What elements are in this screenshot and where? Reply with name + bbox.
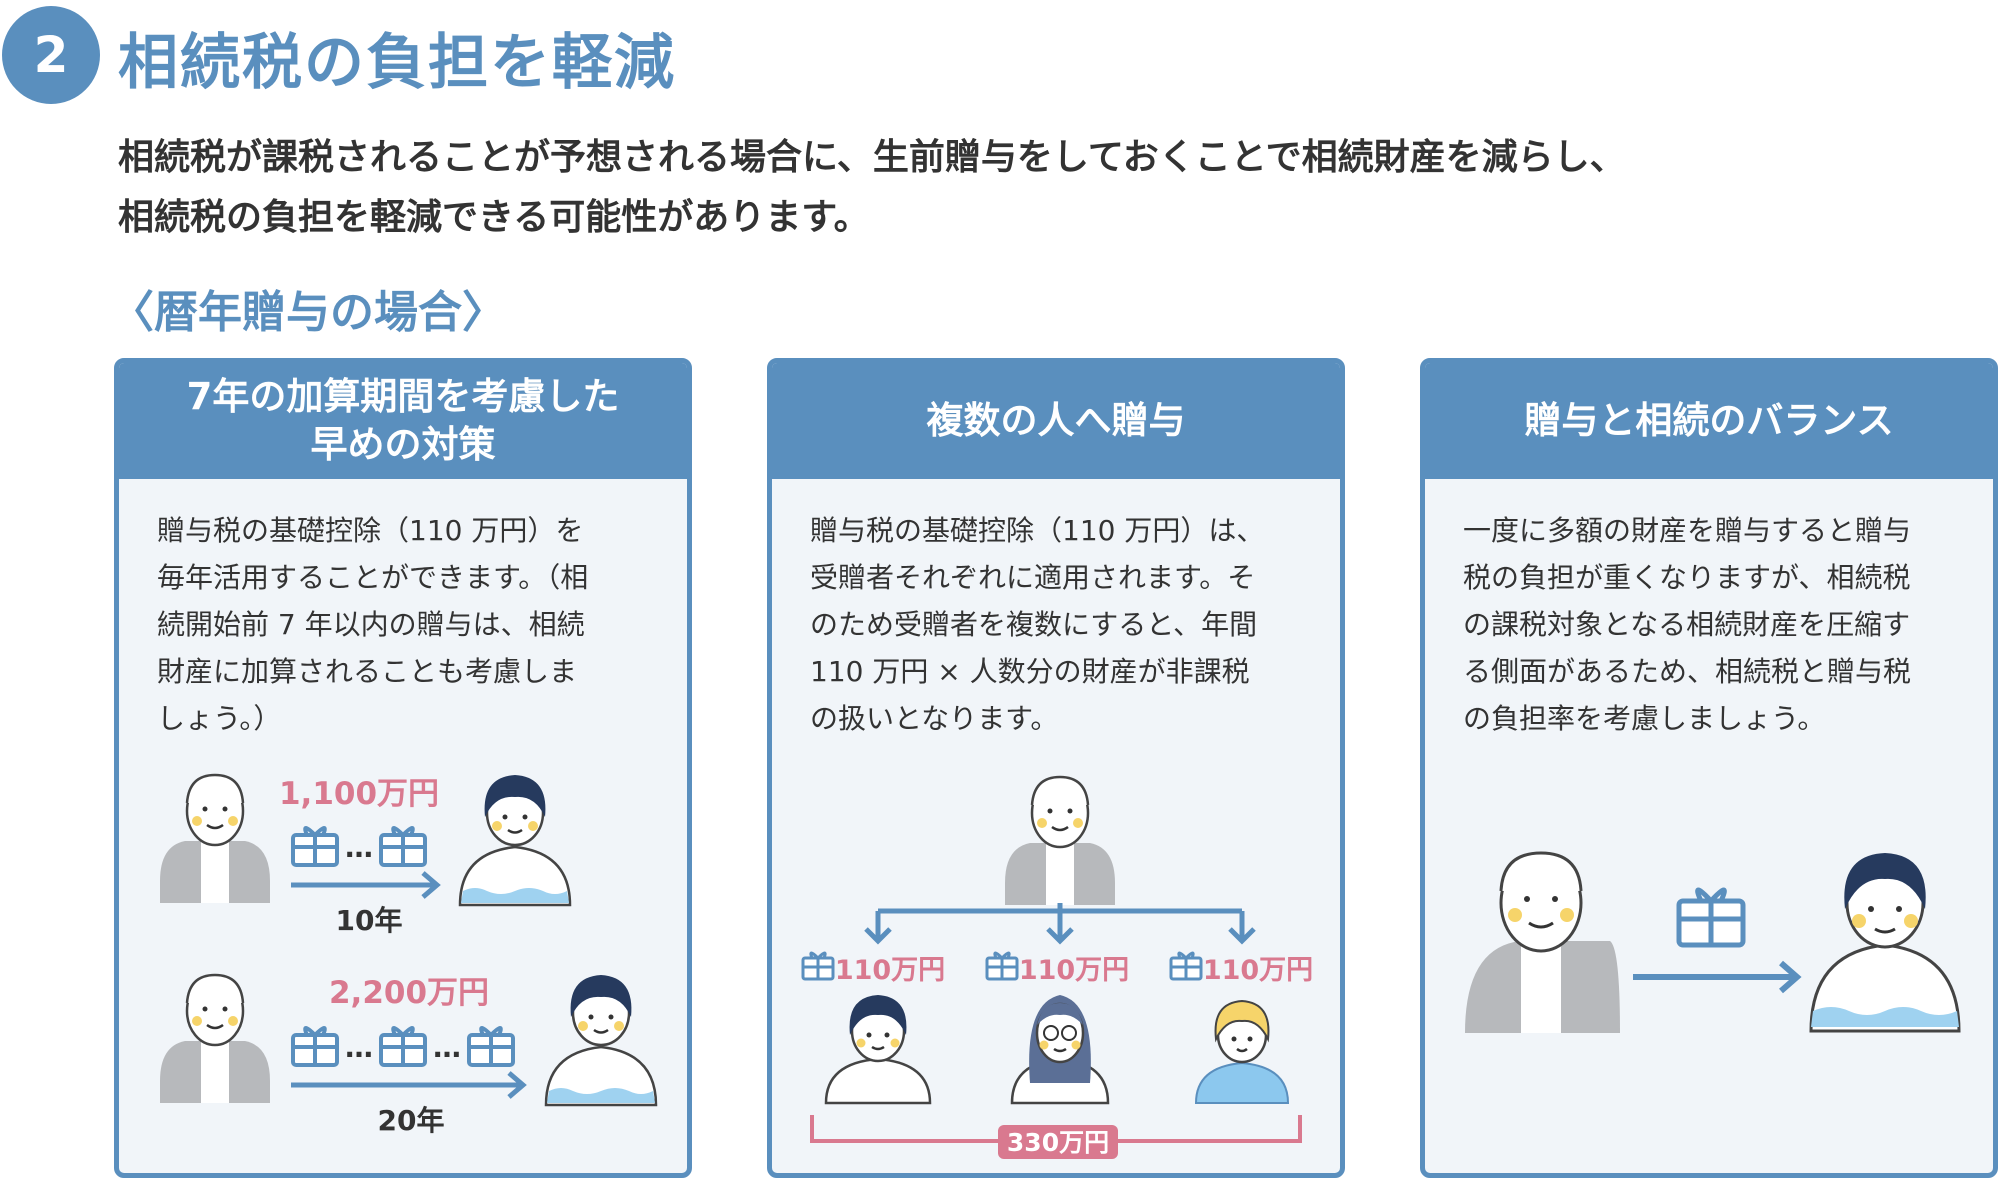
total-amount: 330万円 (1007, 1128, 1109, 1157)
card-description: 贈与税の基礎控除（110 万円）を 毎年活用することができます。（相 続開始前 … (119, 479, 687, 742)
gift-icon (291, 826, 339, 867)
description-line: のため受贈者を複数にすると、年間 (810, 608, 1258, 641)
description-line: の扱いとなります。 (810, 702, 1059, 735)
gift-icon (1676, 887, 1746, 948)
description-line: の負担率を考慮しましょう。 (1463, 702, 1826, 735)
per-person-amount: 110万円 (1203, 955, 1313, 986)
description-line: 一度に多額の財産を贈与すると贈与 (1463, 514, 1912, 547)
card-gift-inheritance-balance: 贈与と相続のバランス 一度に多額の財産を贈与すると贈与 税の負担が重くなりますが… (1420, 358, 1998, 1178)
grandparent-figure (1003, 775, 1117, 907)
recipient-child-figure (1194, 999, 1290, 1104)
ellipsis: … (433, 1031, 461, 1064)
description-line: 受贈者それぞれに適用されます。そ (810, 561, 1256, 594)
gift-icon (379, 1026, 427, 1067)
arrow-head-icon (1228, 927, 1256, 945)
recipient-woman-figure (1010, 995, 1110, 1105)
card-description: 贈与税の基礎控除（110 万円）は、 受贈者それぞれに適用されます。そ のため受… (772, 479, 1340, 742)
card-description: 一度に多額の財産を贈与すると贈与 税の負担が重くなりますが、相続税 の課税対象と… (1425, 479, 1993, 742)
description-line: しょう。） (157, 702, 282, 735)
gift-icon (985, 951, 1019, 981)
gift-icon (379, 826, 427, 867)
section-label: 〈暦年贈与の場合〉 (110, 287, 506, 338)
card-title-line: 複数の人へ贈与 (926, 399, 1186, 442)
intro-line: 相続税の負担を軽減できる可能性があります。 (118, 197, 870, 238)
gift-amount: 2,200万円 (329, 975, 489, 1011)
balance-illustration (1465, 851, 1961, 1033)
description-line: 毎年活用することができます。（相 (157, 561, 589, 594)
ellipsis: … (345, 831, 373, 864)
per-person-amount: 110万円 (1019, 955, 1129, 986)
multiple-recipients-illustration: 110万円 110万円 110万円 (801, 775, 1313, 1159)
grandparent-figure (1465, 851, 1620, 1033)
arrow-head-icon (864, 927, 892, 945)
description-line: 続開始前 7 年以内の贈与は、相続 (157, 608, 585, 641)
child-figure (1809, 853, 1961, 1033)
child-figure (544, 973, 658, 1107)
gift-timeline-illustration: 1,100万円 … 10年 2,200万円 … … 20年 (158, 773, 658, 1137)
description-line: 税の負担が重くなりますが、相続税 (1463, 561, 1911, 594)
card-multiple-recipients: 複数の人へ贈与 贈与税の基礎控除（110 万円）は、 受贈者それぞれに適用されま… (767, 358, 1345, 1178)
grandparent-figure (158, 973, 272, 1105)
gift-years: 10年 (336, 904, 403, 937)
arrow-head-icon (507, 1071, 527, 1099)
card-title: 複数の人へ贈与 (772, 363, 1340, 479)
grandparent-figure (158, 773, 272, 905)
gift-icon (291, 1026, 339, 1067)
section-number-badge: 2 (2, 6, 100, 104)
gift-icon (467, 1026, 515, 1067)
arrow-head-icon (1046, 927, 1074, 945)
page-title: 相続税の負担を軽減 (118, 28, 676, 98)
arrow-head-icon (421, 871, 441, 899)
gift-icon (801, 951, 835, 981)
card-title-line: 早めの対策 (310, 423, 496, 466)
per-person-amount: 110万円 (835, 955, 945, 986)
card-early-planning: 7年の加算期間を考慮した 早めの対策 贈与税の基礎控除（110 万円）を 毎年活… (114, 358, 692, 1178)
total-badge (998, 1125, 1118, 1159)
description-line: 贈与税の基礎控除（110 万円）を (157, 514, 584, 547)
card-title: 贈与と相続のバランス (1425, 363, 1993, 479)
arrow-head-icon (1779, 960, 1802, 994)
intro-line: 相続税が課税されることが予想される場合に、生前贈与をしておくことで相続財産を減ら… (118, 137, 1626, 178)
recipient-boy-figure (824, 995, 932, 1105)
description-line: 贈与税の基礎控除（110 万円）は、 (810, 514, 1265, 547)
description-line: る側面があるため、相続税と贈与税 (1463, 655, 1912, 688)
description-line: 110 万円 × 人数分の財産が非課税 (810, 655, 1250, 688)
child-figure (458, 773, 572, 907)
card-title-line: 7年の加算期間を考慮した (186, 375, 620, 418)
card-title-line: 贈与と相続のバランス (1524, 399, 1894, 442)
description-line: 財産に加算されることも考慮しま (157, 655, 578, 688)
gift-years: 20年 (378, 1104, 445, 1137)
intro-text: 相続税が課税されることが予想される場合に、生前贈与をしておくことで相続財産を減ら… (118, 128, 1626, 248)
gift-icon (1169, 951, 1203, 981)
description-line: の課税対象となる相続財産を圧縮す (1463, 608, 1911, 641)
card-title: 7年の加算期間を考慮した 早めの対策 (119, 363, 687, 479)
ellipsis: … (345, 1031, 373, 1064)
gift-amount: 1,100万円 (279, 776, 439, 812)
